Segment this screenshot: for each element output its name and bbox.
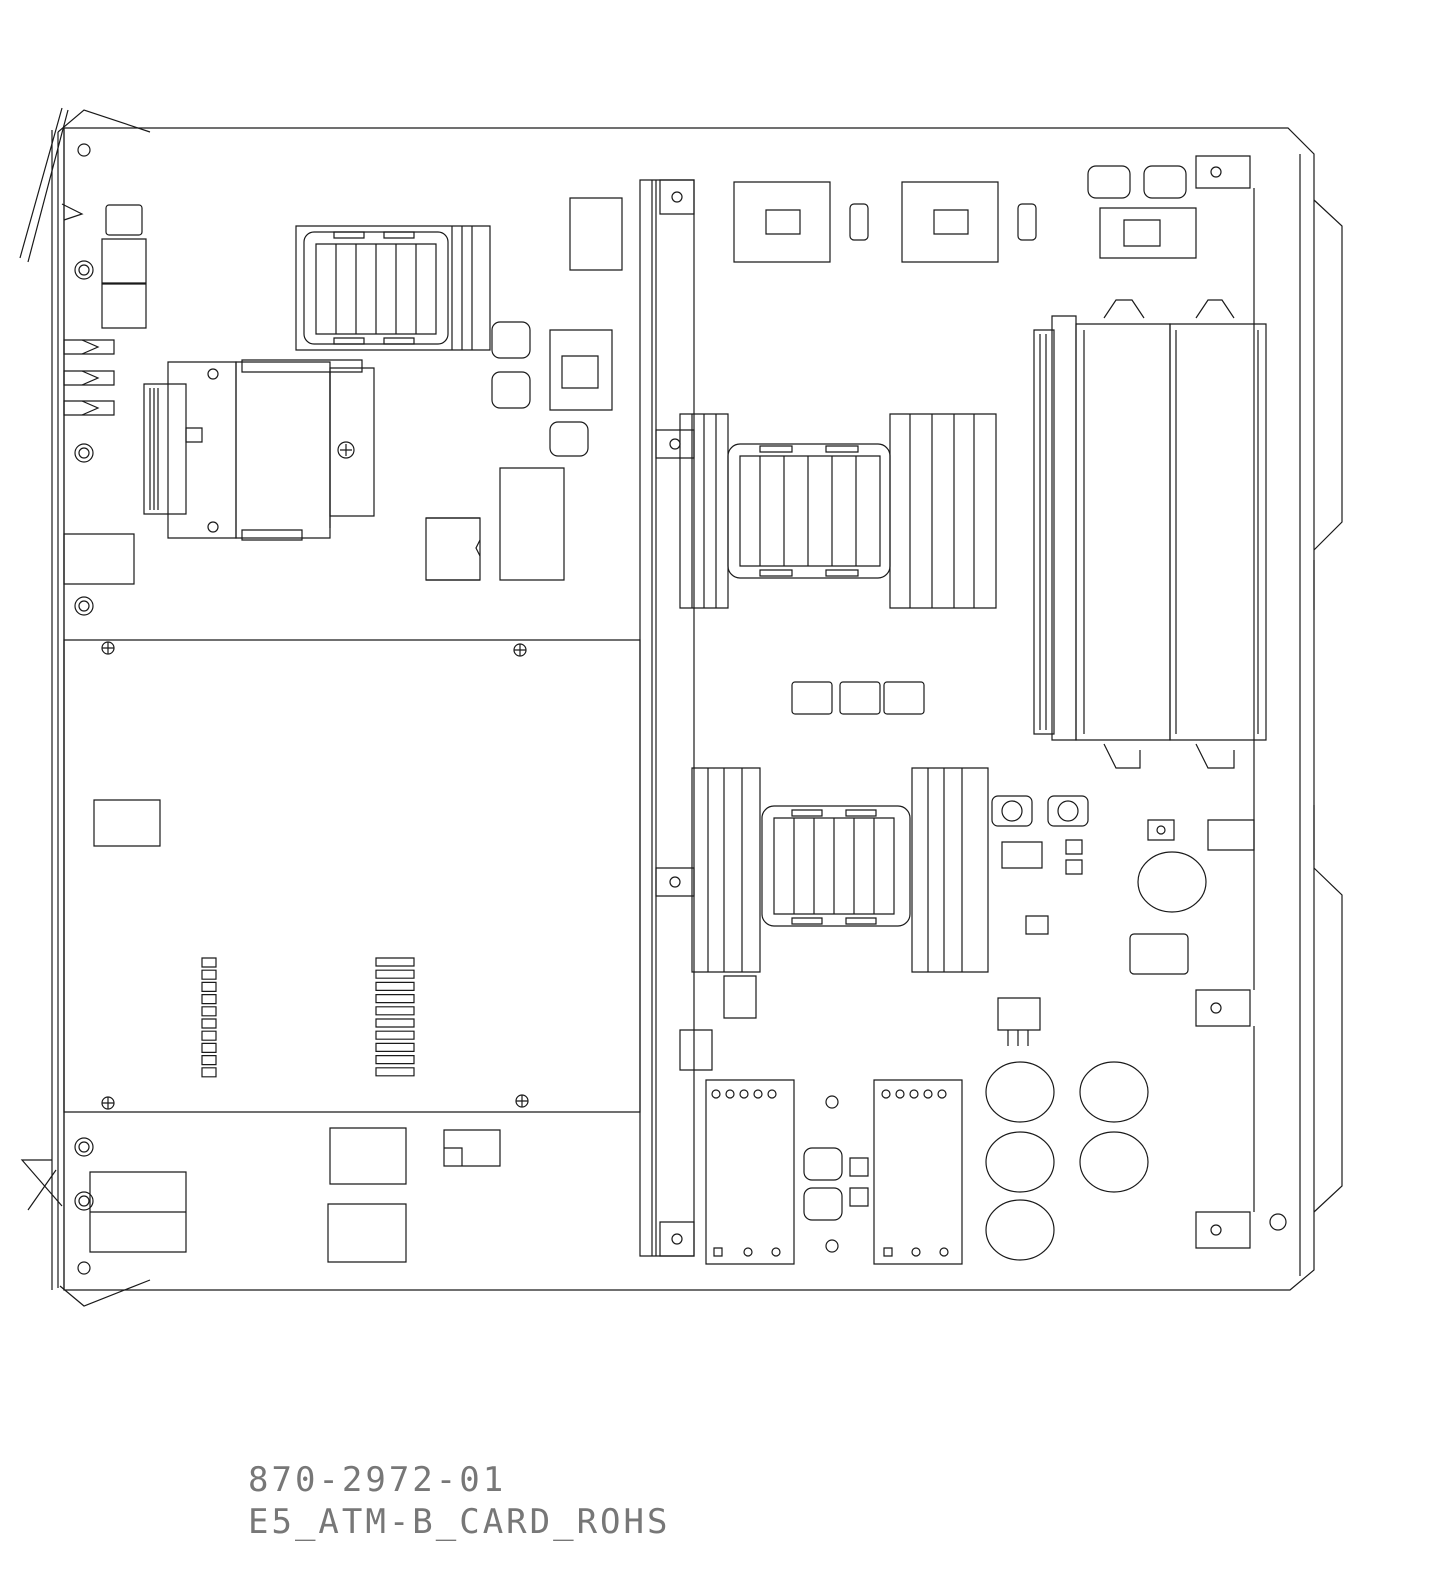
stiffener-bar <box>640 180 694 1256</box>
board-outline <box>64 128 1314 1290</box>
pad <box>202 995 216 1004</box>
pad <box>376 958 414 966</box>
front-panel-bracket <box>20 108 150 1306</box>
pad <box>202 1068 216 1077</box>
transceiver-cage <box>144 360 374 540</box>
pad <box>376 970 414 978</box>
upper-left-socket <box>296 226 490 350</box>
pad <box>376 1019 414 1027</box>
pad <box>202 958 216 967</box>
pad <box>202 982 216 991</box>
drawing-part-number: 870-2972-01 <box>248 1460 507 1500</box>
right-edge-connector <box>1314 200 1342 1212</box>
pad <box>376 1068 414 1076</box>
pad <box>202 1056 216 1065</box>
pad <box>376 1031 414 1039</box>
power-module-left <box>706 1080 794 1264</box>
pad <box>202 1019 216 1028</box>
pad <box>376 1007 414 1015</box>
pad <box>376 1056 414 1064</box>
upper-center-socket <box>680 414 996 608</box>
dimm-sockets <box>1034 300 1266 768</box>
power-module-right <box>874 1080 962 1264</box>
pad <box>202 970 216 979</box>
pad <box>376 995 414 1003</box>
drawing-card-name: E5_ATM-B_CARD_ROHS <box>248 1502 671 1542</box>
pad <box>202 1007 216 1016</box>
pad <box>376 1043 414 1051</box>
pad <box>376 982 414 990</box>
shield-plate <box>64 640 640 1112</box>
pad <box>202 1031 216 1040</box>
pad <box>202 1043 216 1052</box>
lower-center-socket <box>692 768 988 972</box>
